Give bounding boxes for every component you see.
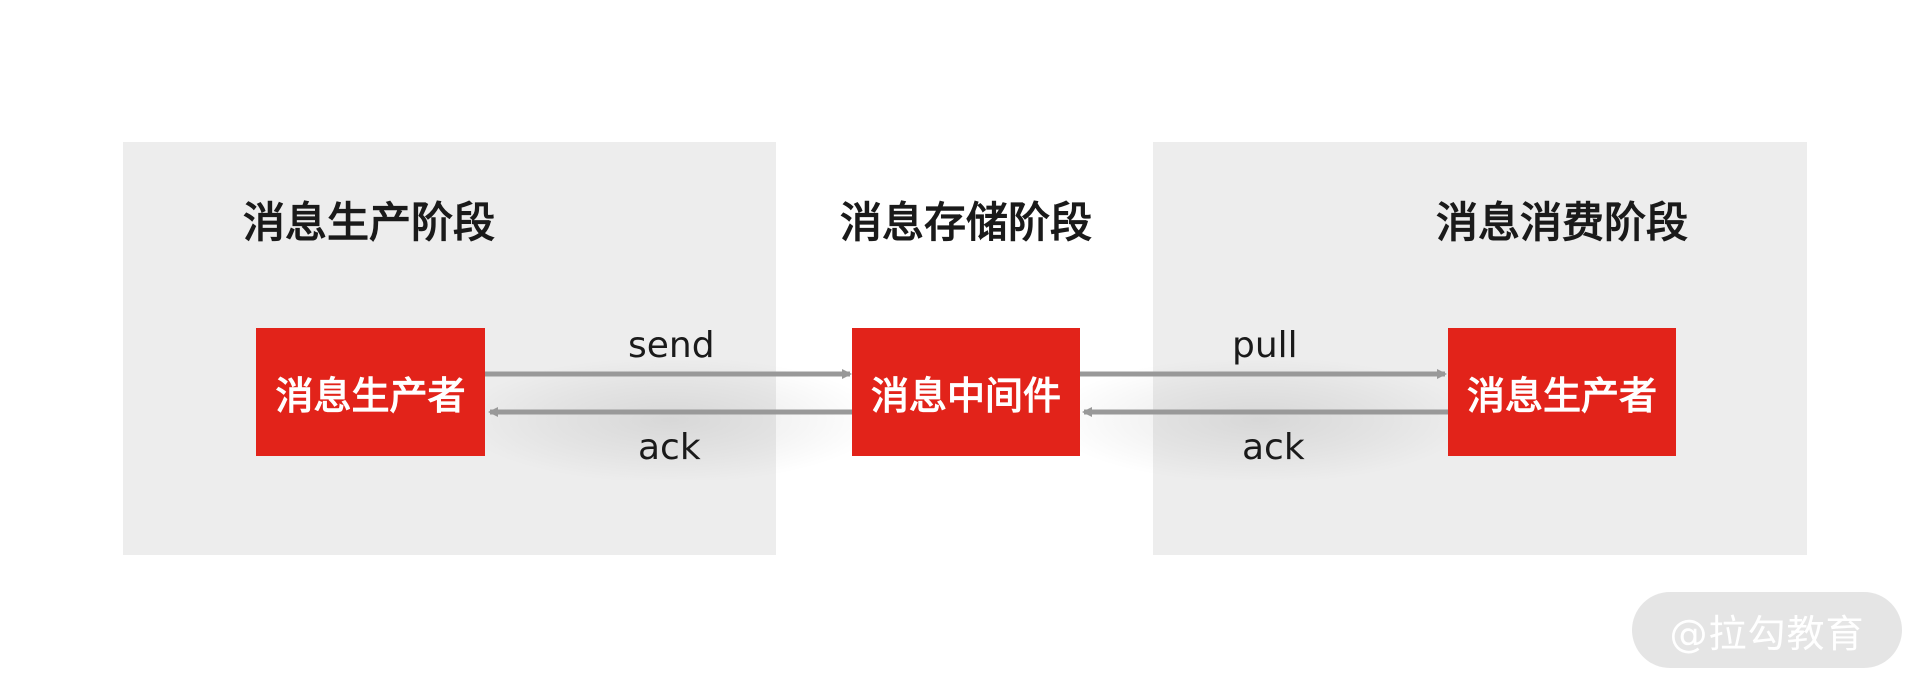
consumer-node-label: 消息生产者 [1466, 373, 1657, 418]
ack-left-label: ack [638, 427, 701, 468]
consumption-stage-title: 消息消费阶段 [1436, 198, 1689, 247]
production-stage-title: 消息生产阶段 [243, 198, 496, 247]
broker-node: 消息中间件 [852, 328, 1080, 456]
pull-label: pull [1232, 325, 1298, 366]
channel-shadow-right [1060, 360, 1460, 480]
broker-node-label: 消息中间件 [870, 373, 1061, 418]
consumer-node: 消息生产者 [1448, 328, 1676, 456]
send-label: send [628, 325, 715, 366]
watermark-badge: @拉勾教育 [1632, 592, 1902, 668]
producer-node: 消息生产者 [256, 328, 485, 456]
producer-node-label: 消息生产者 [275, 373, 466, 418]
ack-right-label: ack [1242, 427, 1305, 468]
channel-shadow-left [470, 360, 870, 480]
watermark-text: @拉勾教育 [1669, 611, 1865, 656]
storage-stage-title: 消息存储阶段 [840, 198, 1093, 247]
